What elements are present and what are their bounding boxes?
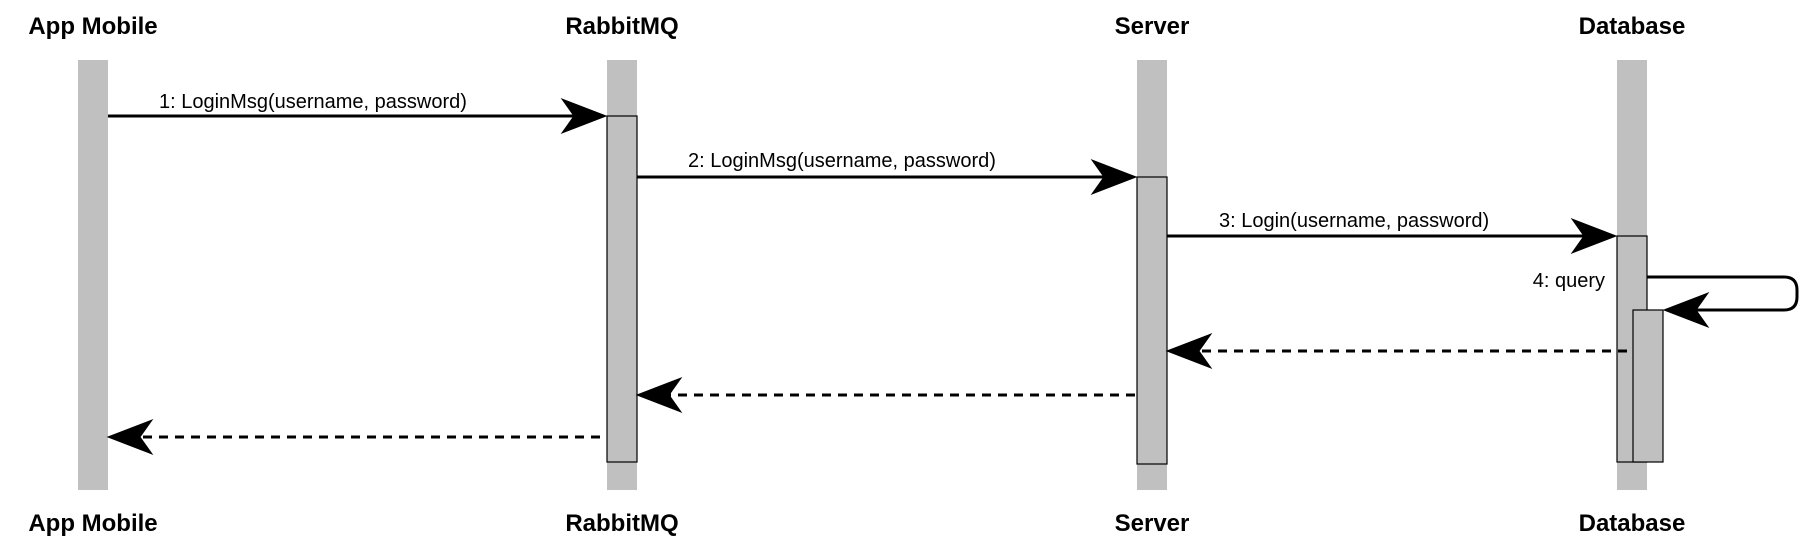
message-4-line xyxy=(1647,275,1799,312)
return-server-to-rabbitmq-arrowhead xyxy=(635,376,683,414)
message-4-arrowhead xyxy=(1662,291,1710,329)
participant-top-server: Server xyxy=(1115,13,1190,40)
participant-bottom-rabbitmq: RabbitMQ xyxy=(565,510,678,537)
participant-top-app-mobile: App Mobile xyxy=(28,13,157,40)
participant-top-database: Database xyxy=(1579,13,1686,40)
message-2-label: 2: LoginMsg(username, password) xyxy=(688,150,996,172)
message-1-arrowhead xyxy=(560,97,608,135)
participant-top-rabbitmq: RabbitMQ xyxy=(565,13,678,40)
activation-server xyxy=(1136,176,1168,465)
participant-bottom-app-mobile: App Mobile xyxy=(28,510,157,537)
message-3-arrowhead xyxy=(1570,217,1618,255)
return-database-to-server-arrowhead xyxy=(1165,332,1213,370)
message-2-arrowhead xyxy=(1090,158,1138,196)
participant-bottom-server: Server xyxy=(1115,510,1190,537)
activation-rabbitmq xyxy=(606,115,638,463)
lifeline-app-mobile xyxy=(78,60,108,490)
activation-database-query xyxy=(1632,309,1664,463)
participant-bottom-database: Database xyxy=(1579,510,1686,537)
message-3-label: 3: Login(username, password) xyxy=(1219,210,1489,232)
return-rabbitmq-to-app-mobile-arrowhead xyxy=(106,418,154,456)
message-1-label: 1: LoginMsg(username, password) xyxy=(159,91,467,113)
message-4-label: 4: query xyxy=(1533,270,1605,292)
